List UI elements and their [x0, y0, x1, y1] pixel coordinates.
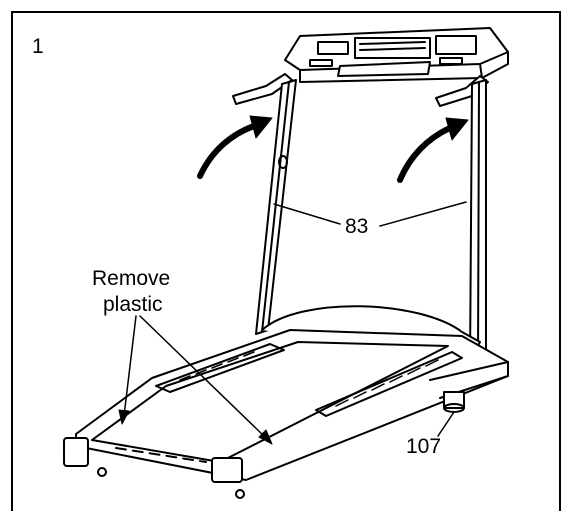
callout-leaders: [123, 201, 467, 439]
right-rotation-arrow: [397, 117, 469, 183]
right-upright: [469, 79, 487, 365]
console: [284, 27, 509, 83]
leader-arrowheads: [118, 409, 273, 445]
left-rotation-arrow: [197, 115, 273, 179]
left-handrail: [232, 73, 293, 105]
remove-plastic-label-line2: plastic: [103, 293, 163, 316]
part-number-83: 83: [345, 215, 369, 238]
step-number: 1: [32, 35, 44, 58]
remove-plastic-label-line1: Remove: [92, 267, 171, 290]
part-number-107: 107: [406, 435, 442, 458]
treadmill-base: [63, 305, 509, 499]
